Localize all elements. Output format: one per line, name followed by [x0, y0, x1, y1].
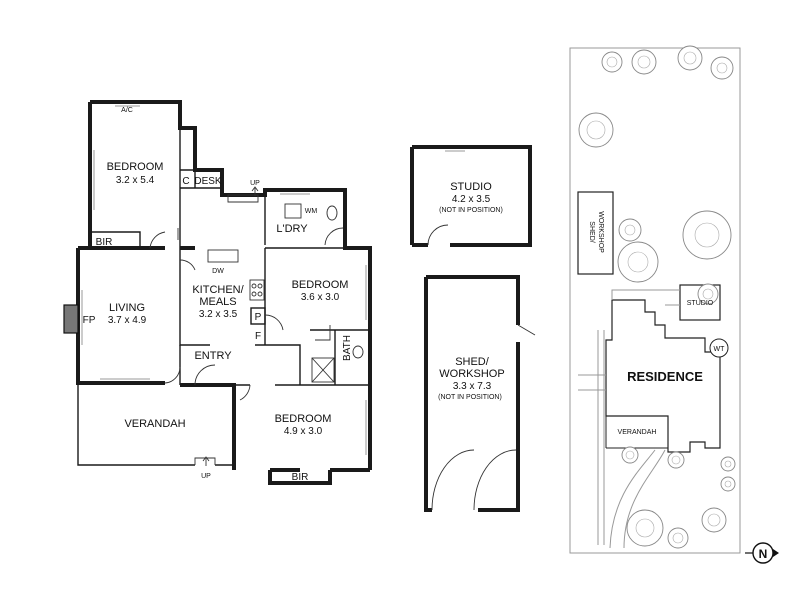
site-shed-label-2: WORKSHOP: [597, 211, 604, 253]
fireplace-icon: [63, 304, 79, 334]
cooktop-icon: [249, 279, 265, 301]
site-plan: [569, 45, 741, 554]
shed-dims: 3.3 x 7.3: [453, 381, 492, 392]
verandah-name: VERANDAH: [124, 418, 185, 430]
basin-icon: [352, 345, 364, 359]
laundry-trough-icon: [284, 203, 302, 219]
site-residence-label: RESIDENCE: [627, 369, 703, 384]
site-residence: [605, 299, 721, 453]
entry-name: ENTRY: [194, 350, 232, 362]
kitchen-name-2: MEALS: [199, 296, 236, 308]
site-boundary: [569, 47, 741, 554]
living-name: LIVING: [109, 302, 145, 314]
bedroom2-dims: 3.6 x 3.0: [301, 292, 340, 303]
cupboard-label: C: [182, 176, 189, 187]
up-label-2: UP: [201, 473, 211, 480]
dw-label: DW: [212, 268, 224, 275]
site-studio-label: STUDIO: [687, 300, 714, 307]
shower-icon: [311, 357, 335, 383]
shed-building: [424, 275, 536, 512]
bedroom3-dims: 4.9 x 3.0: [284, 426, 323, 437]
desk-label: DESK: [194, 176, 222, 187]
studio-name: STUDIO: [450, 181, 492, 193]
fp-label: FP: [83, 315, 96, 326]
kitchen-name-1: KITCHEN/: [192, 284, 244, 296]
ac-label: A/C: [121, 107, 133, 114]
toilet-icon: [326, 205, 338, 221]
shed-name-2: WORKSHOP: [439, 368, 504, 380]
north-arrow-icon: [745, 542, 779, 564]
site-shed-label-1: SHED/: [588, 221, 595, 242]
site-shed: [577, 191, 614, 275]
bir2-label: BIR: [292, 472, 309, 483]
wm-label: WM: [305, 208, 318, 215]
bedroom3-name: BEDROOM: [275, 413, 332, 425]
bedroom1-dims: 3.2 x 5.4: [116, 175, 155, 186]
site-wt-label: WT: [714, 346, 726, 353]
shed-note: (NOT IN POSITION): [438, 394, 502, 401]
studio-dims: 4.2 x 3.5: [452, 194, 491, 205]
studio-building: [410, 145, 532, 247]
water-tank-icon: [709, 338, 729, 358]
site-verandah-label: VERANDAH: [618, 429, 657, 436]
north-label: N: [759, 547, 768, 561]
studio-note: (NOT IN POSITION): [439, 207, 503, 214]
main-house: [63, 100, 372, 485]
sink-icon: [207, 249, 239, 263]
tree-icons: [578, 45, 736, 549]
bedroom2-name: BEDROOM: [292, 279, 349, 291]
bedroom1-name: BEDROOM: [107, 161, 164, 173]
shed-name-1: SHED/: [455, 356, 490, 368]
bir1-label: BIR: [96, 237, 113, 248]
bath-name: BATH: [342, 335, 353, 361]
pantry-label: P: [255, 312, 262, 323]
pantry-box: [250, 307, 266, 325]
laundry-name: L'DRY: [276, 223, 308, 235]
up-label-1: UP: [250, 180, 260, 187]
living-dims: 3.7 x 4.9: [108, 315, 147, 326]
kitchen-dims: 3.2 x 3.5: [199, 309, 238, 320]
fridge-label: F: [255, 331, 261, 342]
